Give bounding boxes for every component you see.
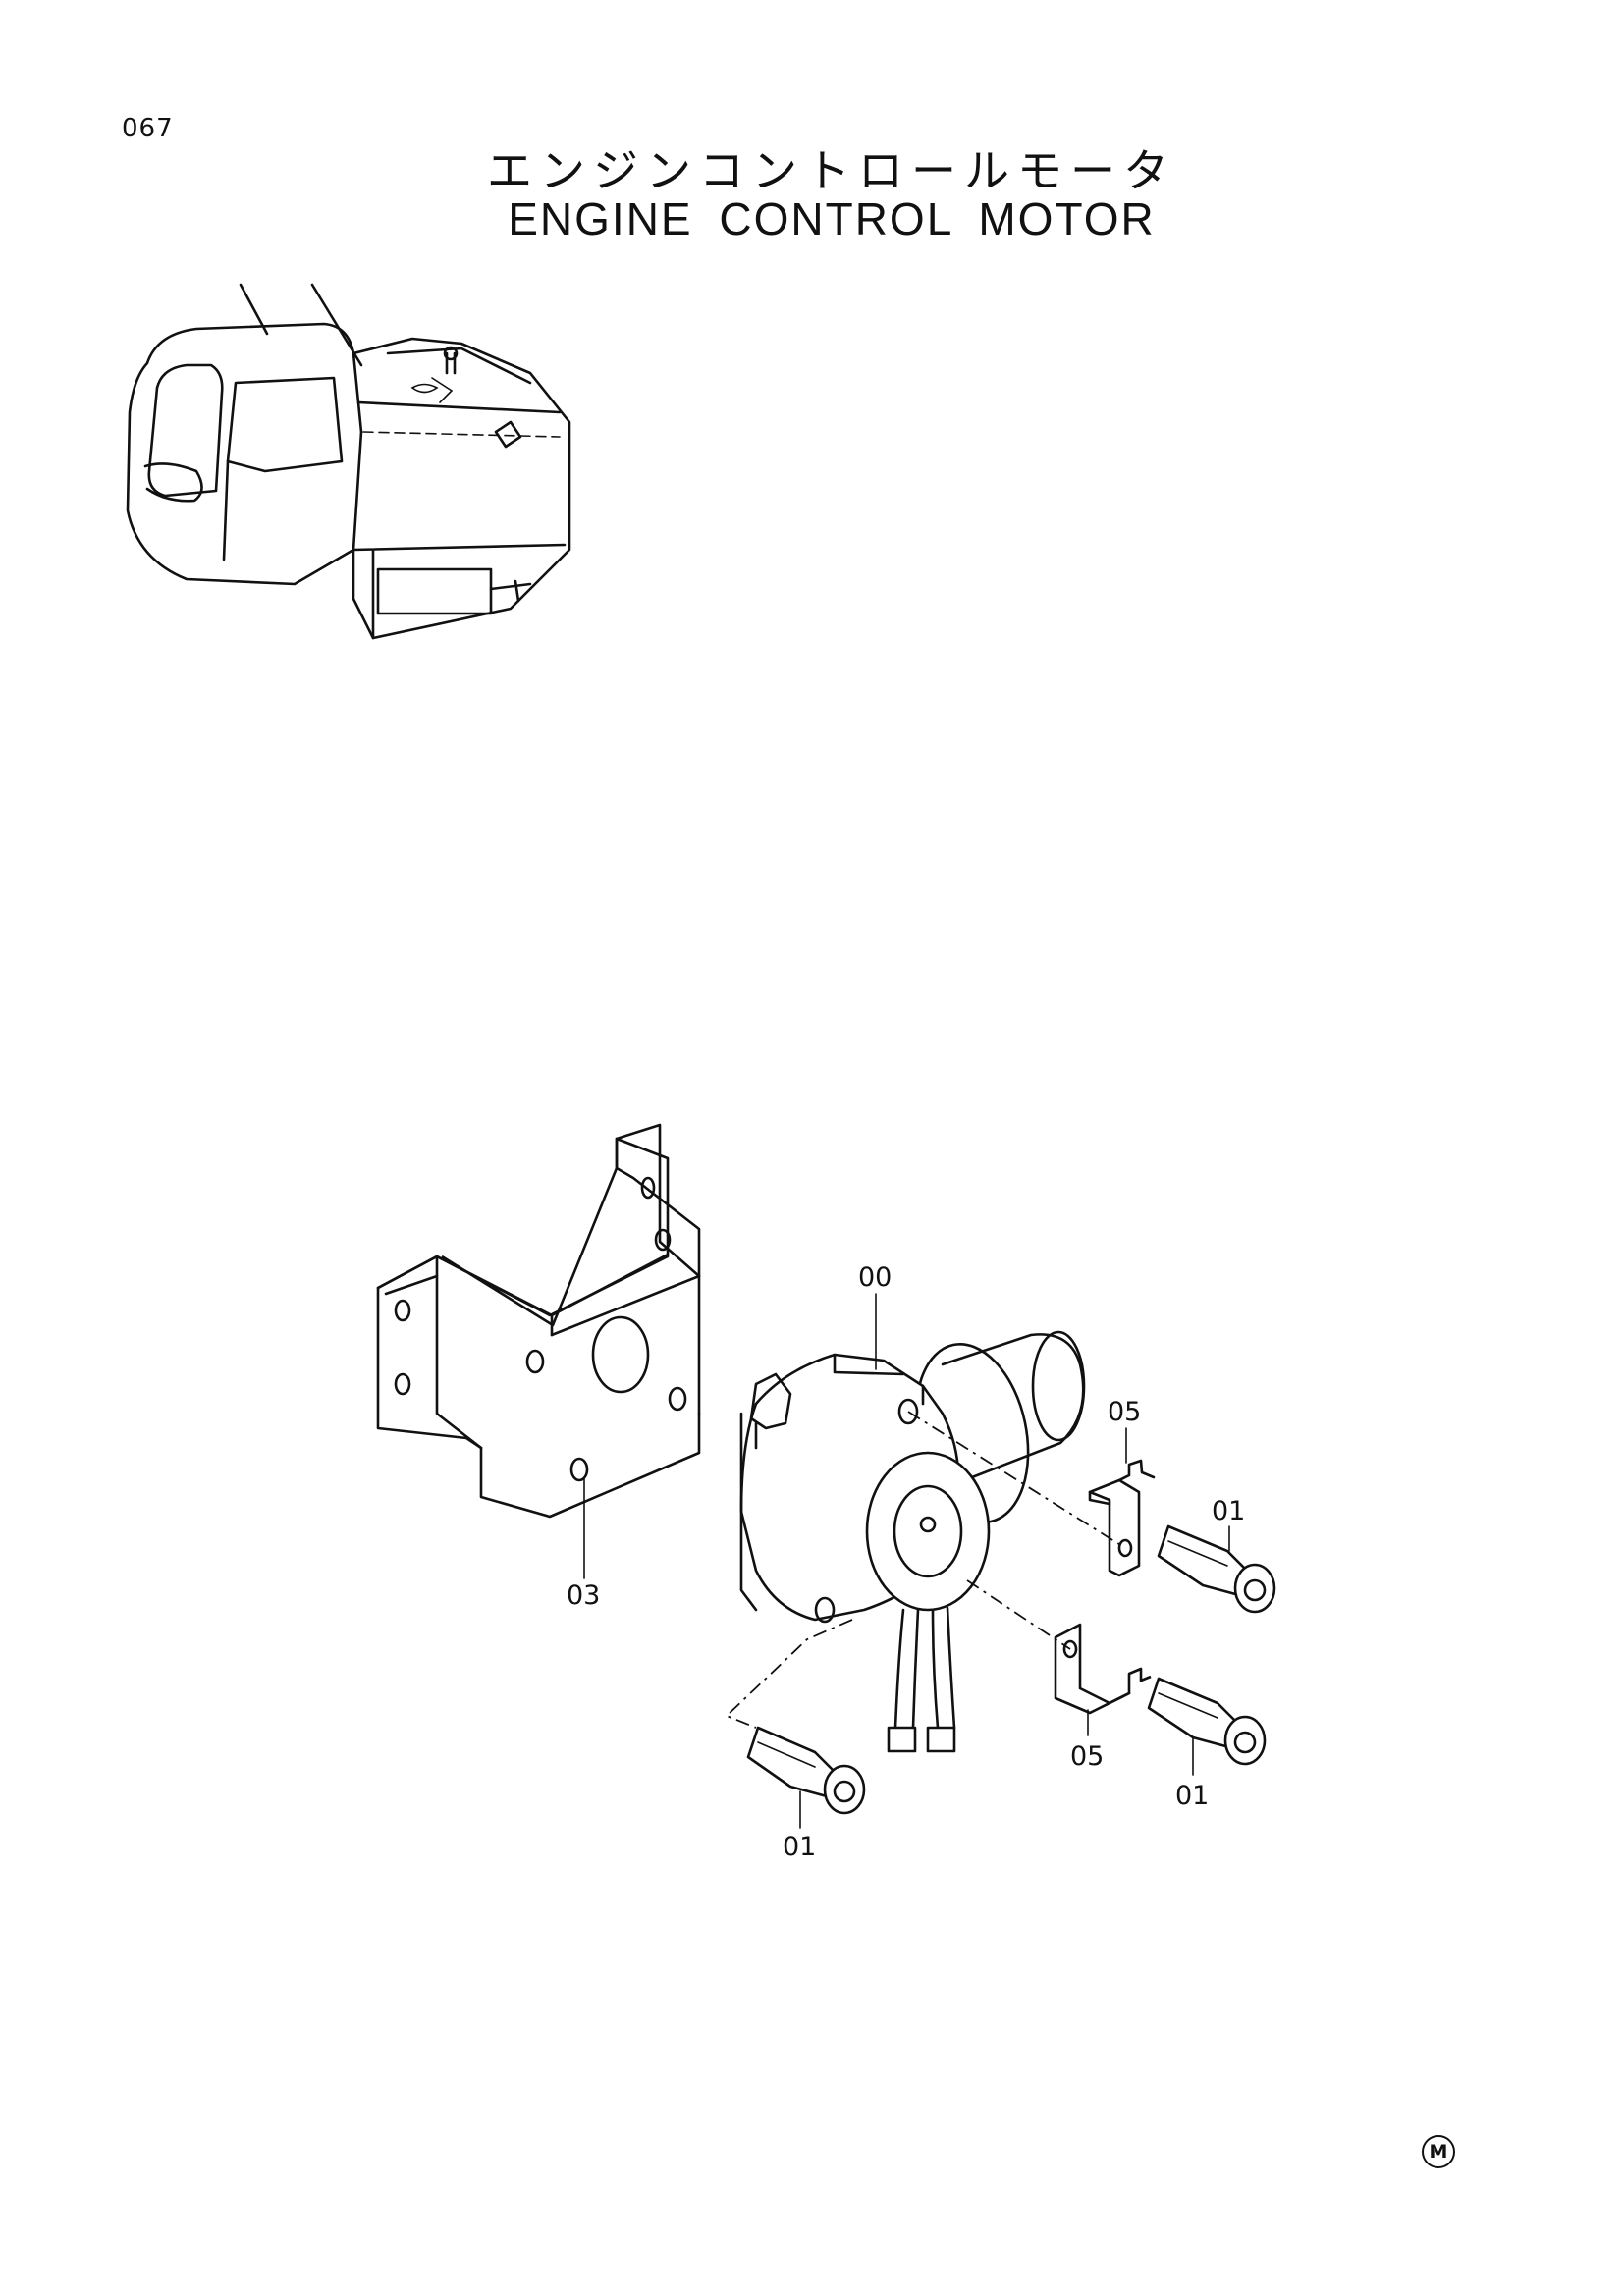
centerline-bottom: [725, 1619, 853, 1729]
stopper-05-lower: [1054, 1623, 1152, 1736]
title-japanese: エンジンコントロールモータ: [487, 144, 1176, 197]
stopper-05-upper: [1088, 1427, 1156, 1577]
motor-00: [739, 1293, 1086, 1753]
title-english: ENGINE CONTROL MOTOR: [508, 193, 1156, 244]
callout-01-upper: 01: [1212, 1496, 1245, 1526]
callout-01-lower: 01: [783, 1832, 816, 1862]
bracket-03: [376, 1123, 701, 1579]
bolt-01-right: [1147, 1677, 1267, 1776]
bolt-01-upper: [1157, 1524, 1276, 1614]
corner-mark: M: [1422, 2135, 1455, 2168]
centerline-lower: [966, 1579, 1071, 1650]
page-number: 067: [122, 114, 174, 143]
callout-03: 03: [567, 1580, 600, 1611]
excavator-locator: [126, 283, 571, 640]
callout-05-upper: 05: [1108, 1397, 1141, 1427]
callout-01-right: 01: [1175, 1781, 1209, 1811]
callout-05-lower: 05: [1070, 1741, 1104, 1772]
callout-00: 00: [858, 1262, 892, 1293]
bolt-01-lower: [746, 1726, 866, 1829]
